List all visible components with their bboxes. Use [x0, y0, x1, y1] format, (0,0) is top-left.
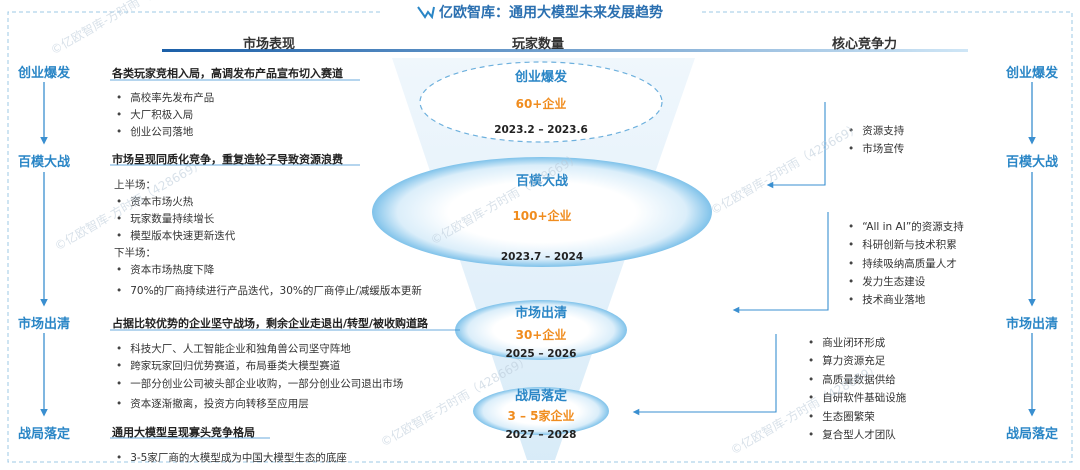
phase-label-right-3: 市场出清 — [1005, 317, 1058, 332]
column-header-market: 市场表现 — [243, 37, 296, 52]
list-item: 资源支持 — [848, 122, 904, 141]
phase-label-left-2: 百模大战 — [17, 155, 70, 170]
phase-label-right-4: 战局落定 — [1005, 427, 1058, 442]
list-item: 资本逐渐撤离，投资方向转移至应用层 — [116, 397, 309, 411]
list-item: 商业闭环形成 — [808, 334, 885, 353]
funnel-ring-4 — [473, 387, 609, 435]
outer-frame — [7, 11, 1073, 463]
list-item: 一部分创业公司被头部企业收购，一部分创业公司退出市场 — [116, 377, 403, 391]
market-heading-3: 占据比较优势的企业坚守战场，剩余企业走退出/转型/被收购道路 — [112, 317, 429, 330]
list-item: 市场宣传 — [848, 140, 904, 159]
funnel-ring-2 — [372, 157, 712, 267]
list-item: 复合型人才团队 — [808, 426, 896, 445]
logo-icon — [417, 6, 435, 19]
phase-label-left-3: 市场出清 — [17, 317, 70, 332]
funnel-phase-date-1: 2023.2 – 2023.6 — [494, 124, 588, 136]
funnel-phase-date-2: 2023.7 – 2024 — [500, 251, 584, 263]
list-item: 高质量数据供给 — [808, 371, 896, 390]
funnel-phase-name-3: 市场出清 — [514, 306, 567, 321]
list-item: 技术商业落地 — [848, 291, 925, 310]
list-item: 高校率先发布产品 — [116, 91, 214, 105]
market-heading-4: 通用大模型呈现寡头竞争格局 — [112, 426, 255, 439]
funnel-phase-count-1: 60+企业 — [515, 97, 567, 111]
list-item: 跨家玩家回归优势赛道，布局垂类大模型赛道 — [116, 359, 340, 373]
list-item: 玩家数量持续增长 — [116, 212, 214, 226]
list-item: 持续吸纳高质量人才 — [848, 255, 957, 274]
header-bar — [162, 49, 968, 52]
list-item: 模型版本快速更新迭代 — [116, 229, 235, 243]
list-item: 科研创新与技术积累 — [848, 236, 957, 255]
list-item: 大厂积极入局 — [116, 108, 193, 122]
list-item: 资本市场热度下降 — [116, 263, 214, 277]
list-item: 创业公司落地 — [116, 125, 193, 139]
funnel-phase-name-2: 百模大战 — [515, 174, 568, 189]
list-item: 科技大厂、人工智能企业和独角兽公司坚守阵地 — [116, 342, 351, 356]
phase-label-right-2: 百模大战 — [1005, 155, 1058, 170]
list-item: 生态圈繁荣 — [808, 408, 875, 427]
funnel-phase-date-4: 2027 – 2028 — [505, 429, 577, 441]
list-item: 3-5家厂商的大模型成为中国大模型生态的底座 — [116, 451, 347, 465]
funnel-phase-name-1: 创业爆发 — [514, 70, 567, 85]
funnel-ring-1 — [419, 61, 663, 143]
list-item: 自研软件基础设施 — [808, 389, 906, 408]
funnel-phase-name-4: 战局落定 — [514, 389, 567, 404]
column-header-players: 玩家数量 — [512, 37, 565, 52]
phase-label-left-4: 战局落定 — [17, 427, 70, 442]
list-item: 算力资源充足 — [808, 352, 885, 371]
funnel-phase-count-3: 30+企业 — [515, 328, 567, 342]
list-item: “All in AI”的资源支持 — [848, 218, 964, 237]
funnel-phase-date-3: 2025 – 2026 — [505, 348, 577, 360]
funnel-phase-count-4: 3 – 5家企业 — [507, 409, 575, 423]
list-item: 发力生态建设 — [848, 273, 925, 292]
first-half-label: 上半场： — [114, 179, 156, 191]
market-heading-1: 各类玩家竞相入局，高调发布产品宣布切入赛道 — [112, 67, 343, 80]
funnel-ring-3 — [455, 300, 627, 360]
phase-label-left-1: 创业爆发 — [17, 66, 70, 81]
market-heading-2: 市场呈现同质化竞争，重复造轮子导致资源浪费 — [112, 153, 343, 166]
second-half-label: 下半场： — [114, 247, 156, 259]
phase-label-right-1: 创业爆发 — [1005, 66, 1058, 81]
funnel-phase-count-2: 100+企业 — [512, 209, 572, 223]
list-item: 资本市场火热 — [116, 195, 193, 209]
page-title: 亿欧智库：通用大模型未来发展趋势 — [0, 2, 1080, 22]
column-header-competitiveness: 核心竞争力 — [832, 37, 898, 52]
list-item: 70%的厂商持续进行产品迭代，30%的厂商停止/减缓版本更新 — [116, 284, 422, 298]
